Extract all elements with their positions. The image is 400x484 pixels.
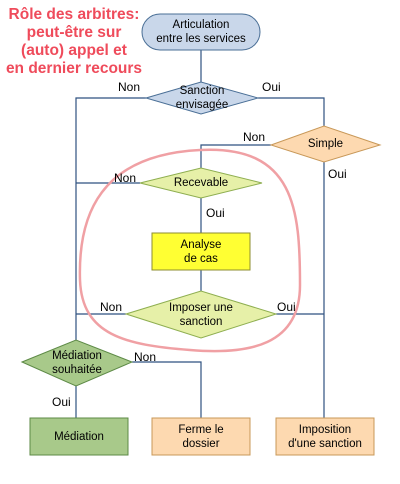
edge-sanction-non bbox=[75, 97, 146, 368]
start-line-2: entre les services bbox=[156, 33, 246, 45]
highlight-circle bbox=[78, 148, 302, 353]
analyse-box bbox=[151, 232, 251, 271]
sanction-text: Sanction envisagée bbox=[146, 82, 258, 114]
recevable-oui-label: Oui bbox=[206, 206, 225, 220]
recevable-non-label: Non bbox=[114, 171, 137, 185]
simple-non-label: Non bbox=[243, 130, 266, 144]
simple-line-1: Simple bbox=[307, 138, 344, 150]
mediation-text: Médiation bbox=[30, 418, 128, 455]
edge-sanction-oui bbox=[258, 97, 325, 126]
connectors bbox=[75, 50, 325, 418]
analyse-line-2: de cas bbox=[184, 252, 218, 265]
imposition-line-2: d'une sanction bbox=[288, 437, 362, 450]
simple-oui-label: Oui bbox=[328, 167, 347, 181]
analyse-line-1: Analyse bbox=[180, 238, 222, 251]
imposition-text: Imposition d'une sanction bbox=[276, 418, 374, 455]
imposer-oui-label: Oui bbox=[277, 300, 296, 314]
edge-mediation-non bbox=[132, 361, 202, 418]
title-line-3: (auto) appel et bbox=[21, 42, 127, 59]
mediation-non-label: Non bbox=[134, 350, 157, 364]
start-node-text: Articulation entre les services bbox=[142, 14, 260, 50]
simple-text: Simple bbox=[271, 126, 380, 162]
recevable-diamond bbox=[139, 167, 263, 199]
analyse-text: Analyse de cas bbox=[152, 233, 250, 270]
ferme-text: Ferme le dossier bbox=[152, 418, 250, 455]
title-line-1: Rôle des arbitres: bbox=[8, 6, 140, 23]
start-line-1: Articulation bbox=[172, 19, 230, 31]
mediation-line-1: Médiation bbox=[54, 430, 104, 443]
recevable-line-1: Recevable bbox=[173, 177, 229, 189]
edge-simple-non bbox=[200, 144, 271, 168]
title-line-4: en dernier recours bbox=[5, 60, 143, 77]
imposer-non-label: Non bbox=[100, 300, 123, 314]
start-node bbox=[141, 13, 261, 51]
medsouh-line-2: souhaitée bbox=[52, 364, 102, 376]
ferme-line-1: Ferme le bbox=[178, 423, 224, 436]
imposition-line-1: Imposition bbox=[298, 423, 352, 436]
sanction-oui-label: Oui bbox=[262, 80, 281, 94]
imposition-box bbox=[275, 417, 375, 456]
mediation-souhaitee-text: Médiation souhaitée bbox=[22, 340, 132, 386]
imposer-line-2: sanction bbox=[179, 315, 223, 328]
ferme-box bbox=[151, 417, 251, 456]
title-line-2: peut-être sur bbox=[26, 24, 122, 41]
sanction-line-2: envisagée bbox=[175, 99, 229, 111]
simple-diamond bbox=[269, 125, 382, 163]
sanction-line-1: Sanction bbox=[179, 85, 225, 97]
imposer-text: Imposer une sanction bbox=[126, 291, 276, 338]
medsouh-line-1: Médiation bbox=[52, 350, 102, 362]
sanction-diamond bbox=[144, 81, 260, 115]
mediation-box bbox=[29, 417, 129, 456]
mediation-souhaitee-diamond bbox=[20, 339, 134, 387]
imposer-line-1: Imposer une bbox=[169, 301, 233, 314]
ferme-line-2: dossier bbox=[182, 437, 220, 450]
mediation-oui-label: Oui bbox=[52, 395, 71, 409]
sanction-non-label: Non bbox=[118, 80, 141, 94]
recevable-text: Recevable bbox=[140, 168, 262, 198]
imposer-diamond bbox=[124, 290, 278, 339]
